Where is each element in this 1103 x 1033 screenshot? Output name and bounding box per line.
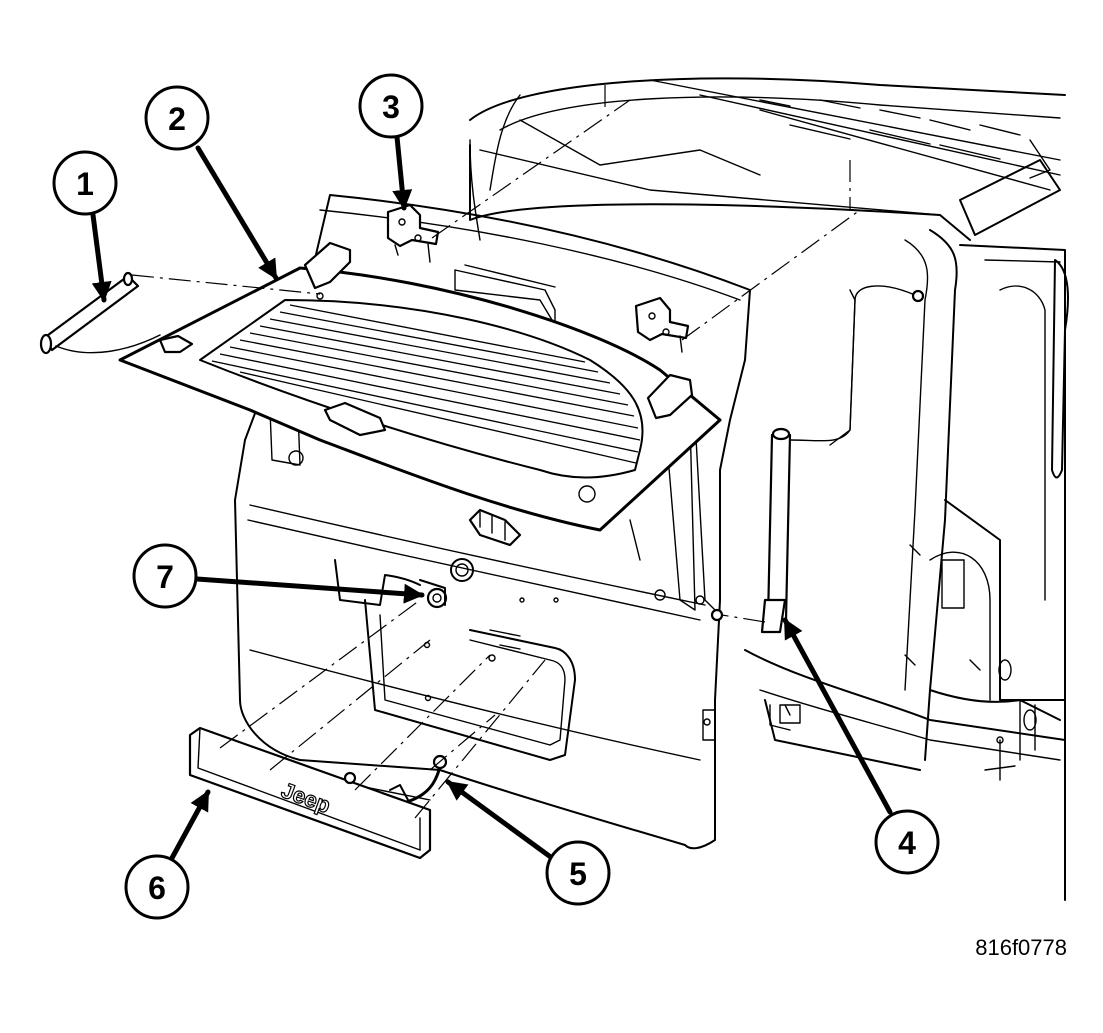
leader-1 bbox=[90, 212, 112, 303]
figure-code: 816f0778 bbox=[975, 935, 1067, 960]
callout-2: 2 bbox=[144, 85, 210, 151]
assembly-lines bbox=[131, 85, 861, 819]
callout-1-label: 1 bbox=[76, 166, 94, 202]
leader-2 bbox=[195, 145, 279, 281]
vehicle-body-opening bbox=[469, 77, 1069, 901]
callout-1: 1 bbox=[52, 150, 118, 216]
callout-6: 6 bbox=[124, 854, 190, 920]
liftglass bbox=[118, 241, 722, 532]
callout-7-label: 7 bbox=[156, 559, 174, 595]
liftgate-fastener bbox=[419, 579, 448, 609]
leader-3 bbox=[392, 134, 413, 211]
callout-5-label: 5 bbox=[569, 856, 587, 892]
liftgate-hinge bbox=[386, 203, 690, 353]
callout-4-label: 4 bbox=[898, 825, 916, 861]
defroster-grid bbox=[211, 304, 641, 464]
support-cylinder bbox=[710, 285, 925, 634]
callout-7: 7 bbox=[132, 543, 198, 609]
leader-5 bbox=[445, 779, 555, 861]
callout-3: 3 bbox=[358, 73, 424, 139]
leader-6 bbox=[169, 789, 211, 861]
leader-4 bbox=[782, 617, 893, 815]
callout-4: 4 bbox=[874, 809, 940, 875]
callout-6-label: 6 bbox=[148, 870, 166, 906]
callout-3-label: 3 bbox=[382, 89, 400, 125]
leader-7 bbox=[194, 576, 425, 604]
callout-leaders bbox=[90, 134, 893, 861]
callout-2-label: 2 bbox=[168, 101, 186, 137]
callout-5: 5 bbox=[545, 840, 611, 906]
